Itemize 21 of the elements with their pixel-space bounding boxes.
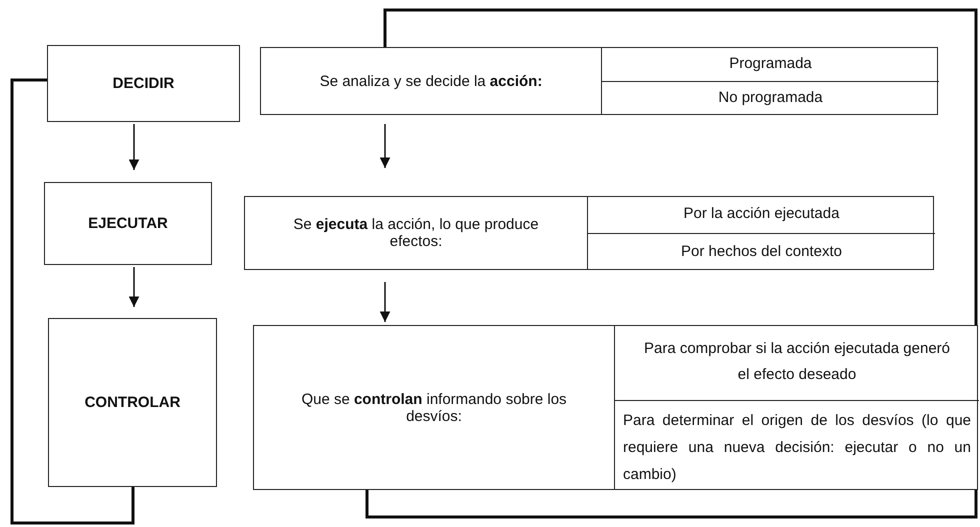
arrow xyxy=(128,267,140,307)
feedback-line xyxy=(366,8,978,518)
description-text: Se ejecuta la acción, lo que produce efectos: xyxy=(292,215,540,252)
arrow xyxy=(128,124,140,170)
arrow xyxy=(380,282,390,322)
description-text: Que se controlan informando sobre los desvíos: xyxy=(300,390,568,426)
table-cell: Por la acción ejecutada xyxy=(587,196,935,232)
arrow xyxy=(380,124,390,168)
table-box xyxy=(253,325,978,490)
table-cell: Por hechos del contexto xyxy=(587,232,935,270)
process-box: CONTROLAR xyxy=(48,318,217,487)
table-box xyxy=(260,47,938,115)
feedback-line xyxy=(10,78,134,524)
process-box: EJECUTAR xyxy=(44,182,212,265)
process-box: DECIDIR xyxy=(47,45,240,122)
table-cell: Para determinar el origen de los desvíos (lo que requiere una nueva decisión: ejecutar o no un cambio) xyxy=(614,400,979,490)
table-cell: Para comprobar si la acción ejecutada generó el efecto deseado xyxy=(614,324,979,400)
description-text: Se analiza y se decide la acción: xyxy=(318,72,544,92)
table-box xyxy=(244,196,934,270)
table-cell: No programada xyxy=(601,80,939,114)
table-cell: Programada xyxy=(601,46,939,80)
